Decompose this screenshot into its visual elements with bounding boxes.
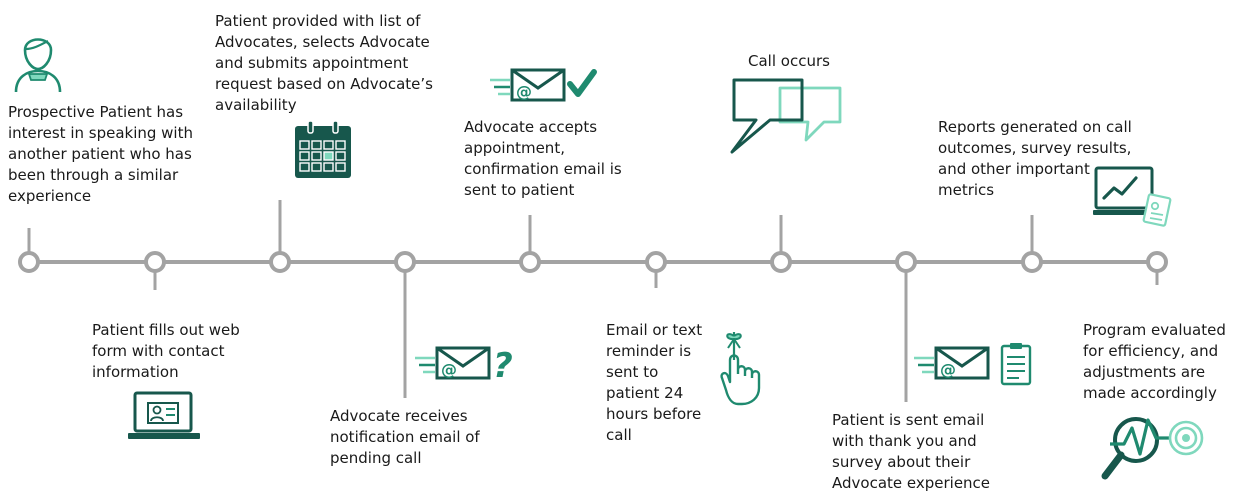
email-clipboard-icon: @ xyxy=(912,342,1036,386)
calendar-icon xyxy=(293,120,353,180)
step-10-text: Program evaluated for efficiency, and ad… xyxy=(1083,321,1226,402)
step-9-node xyxy=(1021,251,1043,273)
step-5-node xyxy=(519,251,541,273)
step-6-text: Email or text reminder is sent to patien… xyxy=(606,321,703,444)
step-2-text: Patient fills out web form with contact … xyxy=(92,321,240,381)
step-4-text: Advocate receives notification email of … xyxy=(330,407,480,467)
step-1-node xyxy=(18,251,40,273)
svg-text:?: ? xyxy=(493,346,513,386)
step-1-text: Prospective Patient has interest in spea… xyxy=(8,103,193,205)
finger-reminder-icon xyxy=(718,330,778,406)
step-10-node xyxy=(1146,251,1168,273)
magnifier-evaluation-icon xyxy=(1100,414,1208,486)
svg-text:@: @ xyxy=(516,82,532,101)
step-9-text: Reports generated on call outcomes, surv… xyxy=(938,118,1132,199)
laptop-profile-icon xyxy=(126,390,202,444)
step-5-text: Advocate accepts appointment, confirmati… xyxy=(464,118,622,199)
step-6-node xyxy=(645,251,667,273)
svg-text:@: @ xyxy=(940,360,956,379)
report-chart-icon xyxy=(1092,166,1172,228)
person-icon xyxy=(12,28,64,94)
svg-text:@: @ xyxy=(441,360,457,379)
step-7-node xyxy=(770,251,792,273)
step-2-node xyxy=(144,251,166,273)
speech-bubbles-icon xyxy=(728,78,848,156)
step-3-node xyxy=(269,251,291,273)
email-question-icon: @ ? xyxy=(413,342,523,386)
step-4-node xyxy=(394,251,416,273)
email-check-icon: @ xyxy=(488,64,600,104)
step-7-text: Call occurs xyxy=(748,52,830,70)
step-8-node xyxy=(895,251,917,273)
step-8-text: Patient is sent email with thank you and… xyxy=(832,411,991,492)
step-3-text: Patient provided with list of Advocates,… xyxy=(215,12,433,114)
